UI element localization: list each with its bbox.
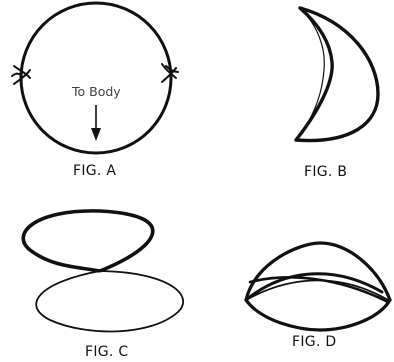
figure-c-upper-loop [21,209,155,273]
figure-d-band-3 [245,279,389,301]
figure-c: FIG. C [21,209,184,360]
figure-b-ring [294,6,380,143]
left-tie-icon [11,65,31,85]
figure-b-caption: FIG. B [304,164,347,180]
figure-a: To Body FIG. A [11,1,179,179]
figure-a-caption: FIG. A [73,163,116,179]
figure-d-lower-rim [244,298,392,332]
figure-c-caption: FIG. C [85,344,129,360]
figure-d-upper-dome [244,241,392,302]
to-body-label: To Body [71,84,121,99]
right-tie-icon [161,63,179,83]
figure-d-band-2 [248,276,390,304]
figure-d: FIG. D [244,241,392,350]
figure-d-band-1 [244,272,384,302]
figure-d-caption: FIG. D [292,334,337,350]
figure-c-lower-loop [35,270,184,333]
down-arrow-icon [91,105,101,141]
figure-b: FIG. B [294,6,380,180]
